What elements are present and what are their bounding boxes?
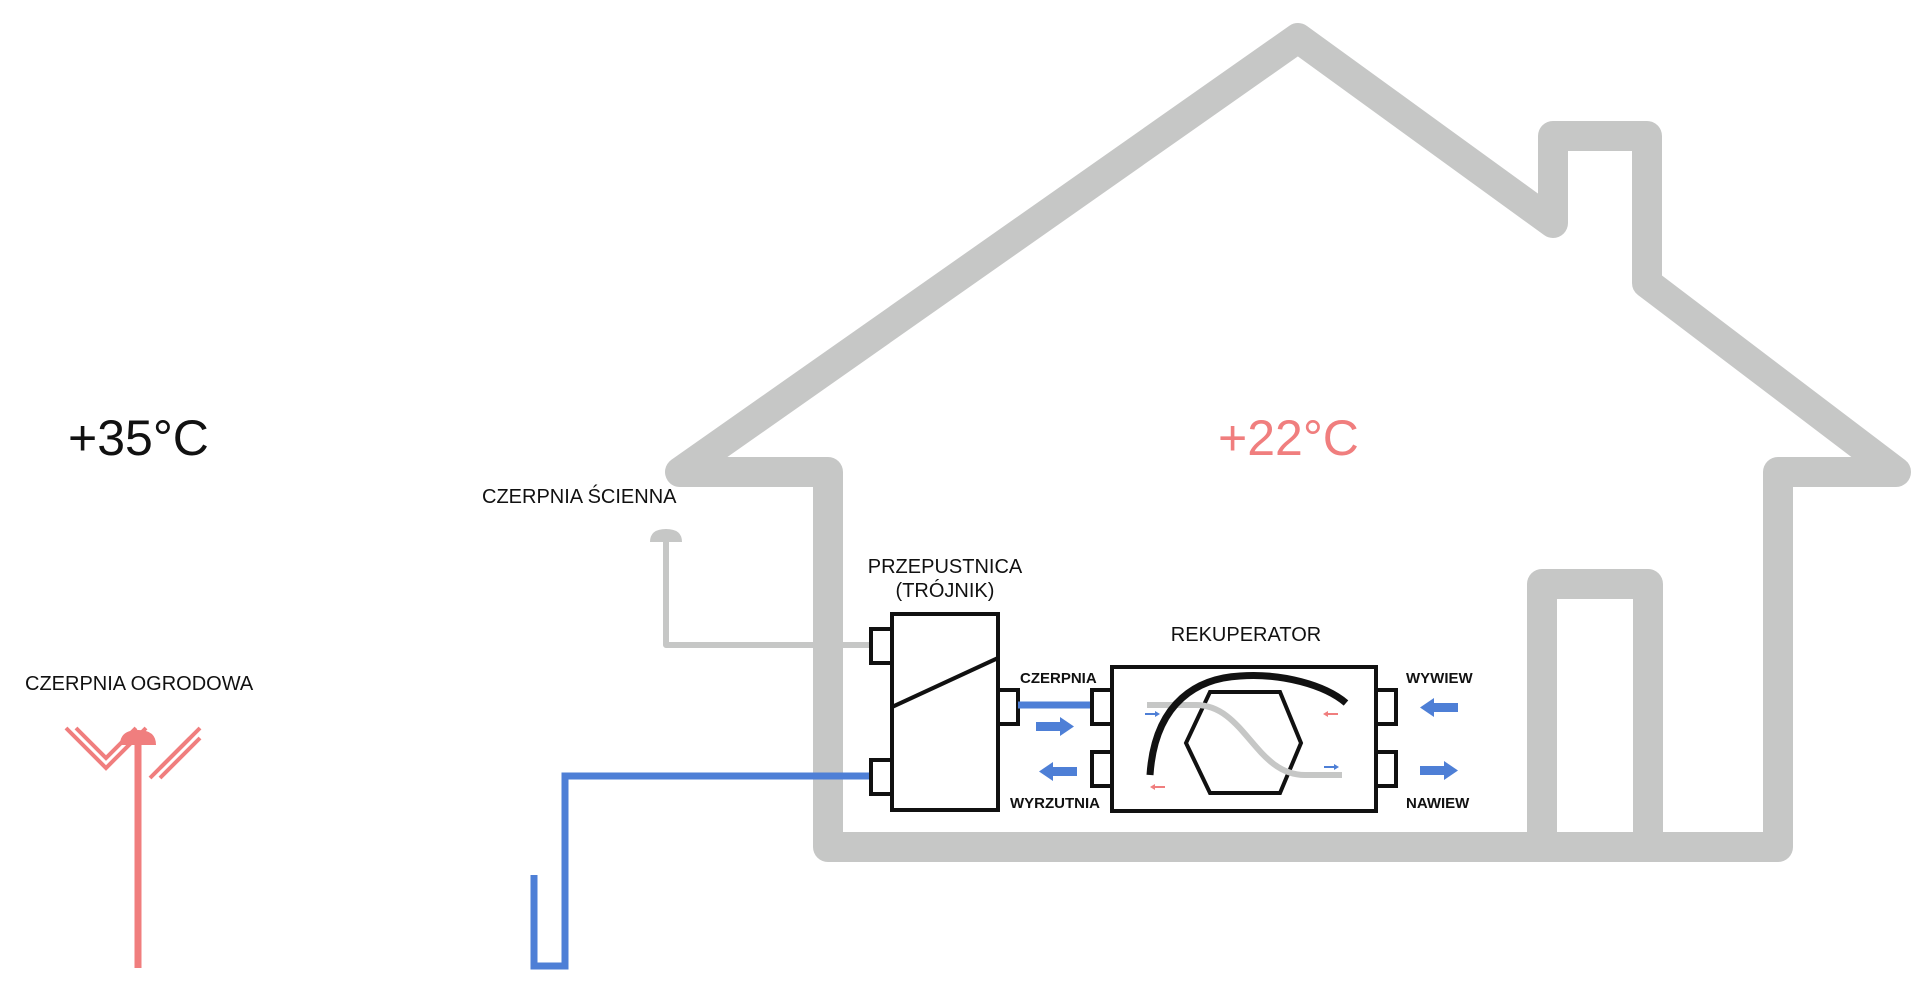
warm-air-path (1146, 672, 1349, 776)
indoor-temperature: +22°C (1218, 410, 1359, 466)
damper-label-line1: PRZEPUSTNICA (868, 556, 1023, 578)
port-supply-label: NAWIEW (1406, 795, 1470, 812)
port-exhaust-label: WYRZUTNIA (1010, 795, 1100, 812)
port-intake-label: CZERPNIA (1020, 670, 1097, 687)
damper-tee (869, 612, 1020, 812)
recuperator-unit (1090, 665, 1398, 813)
garden-intake-chevron-right-v (158, 726, 202, 780)
garden-intake-label: CZERPNIA OGRODOWA (25, 673, 254, 695)
flow-arrow-intake-right (1036, 717, 1074, 736)
inner-arrow-intake (1145, 711, 1160, 717)
wall-intake-label: CZERPNIA ŚCIENNA (482, 484, 677, 508)
flow-arrow-exhaust-left (1039, 762, 1077, 781)
wall-intake-cap (650, 529, 682, 542)
cold-air-path (1147, 702, 1342, 778)
house-outline (665, 23, 1911, 862)
ground-heat-exchanger (138, 880, 534, 966)
recuperator-label: REKUPERATOR (1171, 624, 1321, 646)
flow-arrow-supply-right (1420, 761, 1458, 780)
inner-arrow-extract (1323, 711, 1338, 717)
port-extract-label: WYWIEW (1406, 670, 1473, 687)
outdoor-temperature: +35°C (68, 410, 209, 466)
inner-arrow-exhaust (1150, 784, 1165, 790)
garden-intake-mushroom (120, 730, 156, 745)
heat-exchanger-core (1183, 690, 1304, 795)
damper-label-line2: (TRÓJNIK) (896, 579, 995, 602)
inner-arrow-supply (1324, 764, 1339, 770)
ground-return-pipe (530, 772, 870, 970)
flow-arrow-extract-left (1420, 698, 1458, 717)
wall-intake-pipe (663, 537, 873, 648)
